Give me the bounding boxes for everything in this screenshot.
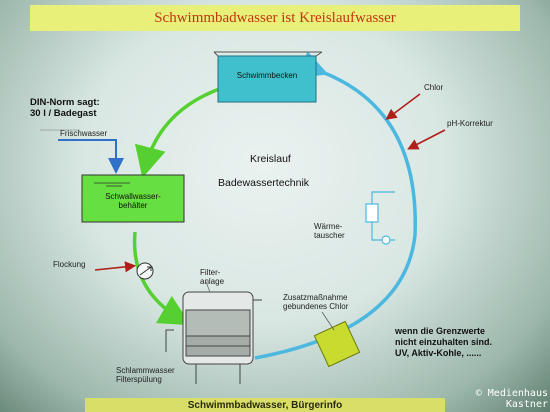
- tank-label: Schwallwasser- behälter: [105, 192, 161, 210]
- waermetauscher-icon: [365, 191, 395, 245]
- slide-title: Schwimmbadwasser ist Kreislaufwasser: [154, 9, 396, 26]
- ph-korrektur-label: pH-Korrektur: [447, 119, 493, 128]
- cycle-path-green-bottom: [132, 231, 192, 326]
- center-title: Kreislauf: [250, 153, 291, 165]
- pool-label: Schwimmbecken: [236, 71, 298, 80]
- chlor-label: Chlor: [424, 83, 444, 92]
- filter-vessel: [165, 291, 262, 384]
- filteranlage-label: Filter- anlage: [200, 268, 225, 287]
- flockung-label: Flockung: [53, 260, 86, 269]
- title-bar: Schwimmbadwasser ist Kreislaufwasser: [30, 5, 520, 31]
- frischwasser-arrow: [58, 139, 124, 174]
- din-norm-label: DIN-Norm sagt: 30 l / Badegast: [30, 97, 100, 120]
- schlammwasser-label: Schlammwasser Filterspülung: [116, 366, 175, 385]
- chlor-arrow: [385, 93, 421, 120]
- footer-text: Schwimmbadwasser, Bürgerinfo: [187, 399, 343, 411]
- footer-bar: Schwimmbadwasser, Bürgerinfo: [85, 398, 445, 412]
- frischwasser-label: Frischwasser: [60, 129, 108, 138]
- pool-box: [217, 55, 317, 103]
- zusatzmassnahme-label: Zusatzmaßnahme gebundenes Chlor: [283, 293, 349, 312]
- waermetauscher-label: Wärme- tauscher: [314, 222, 345, 241]
- grenzwerte-label: wenn die Grenzwerte nicht einzuhalten si…: [395, 326, 493, 358]
- cycle-path-green-top: [135, 86, 223, 179]
- watermark: © Medienhaus Kastner: [475, 388, 548, 410]
- zusatzmassnahme-box: [313, 320, 361, 368]
- center-subtitle: Badewassertechnik: [218, 177, 310, 189]
- flockung-arrow: [94, 261, 137, 273]
- ph-arrow: [407, 129, 446, 150]
